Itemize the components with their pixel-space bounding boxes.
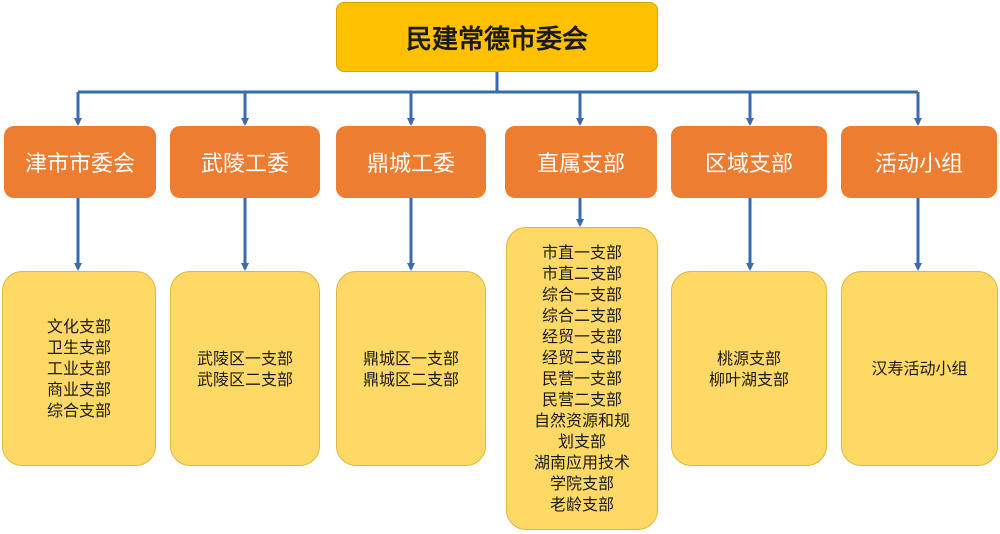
dept-node-activity: 活动小组 — [841, 126, 997, 198]
sub-box-jinshi: 文化支部 卫生支部 工业支部 商业支部 综合支部 — [2, 271, 156, 466]
sub-unit: 综合支部 — [46, 401, 111, 420]
sub-box-direct: 市直一支部 市直二支部 综合一支部 综合二支部 经贸一支部 经贸二支部 民营一支… — [506, 227, 658, 530]
dept-node-direct: 直属支部 — [505, 126, 657, 198]
sub-unit: 鼎城区一支部 — [362, 348, 459, 368]
sub-unit: 工业支部 — [46, 359, 111, 378]
sub-unit: 卫生支部 — [46, 338, 111, 357]
dept-label: 武陵工委 — [200, 152, 289, 177]
dept-node-jinshi: 津市市委会 — [4, 126, 156, 198]
sub-unit: 民营一支部 — [541, 369, 622, 388]
sub-unit: 综合二支部 — [541, 306, 622, 325]
dept-label: 津市市委会 — [24, 152, 135, 177]
sub-unit: 武陵区一支部 — [196, 348, 293, 368]
root-node: 民建常德市委会 — [336, 2, 658, 72]
sub-unit: 鼎城区二支部 — [362, 369, 459, 389]
sub-unit: 划支部 — [557, 432, 606, 451]
sub-unit: 民营二支部 — [541, 390, 622, 409]
dept-label: 活动小组 — [874, 152, 963, 177]
sub-unit: 商业支部 — [46, 380, 111, 399]
dept-label: 区域支部 — [704, 152, 793, 177]
dept-label: 鼎城工委 — [366, 152, 455, 177]
sub-box-dingcheng: 鼎城区一支部 鼎城区二支部 — [336, 271, 486, 466]
sub-unit: 汉寿活动小组 — [871, 359, 968, 378]
sub-unit: 武陵区二支部 — [196, 369, 293, 389]
sub-box-activity: 汉寿活动小组 — [841, 271, 998, 466]
sub-unit: 文化支部 — [46, 317, 111, 336]
sub-unit: 市直一支部 — [541, 243, 622, 262]
sub-unit: 市直二支部 — [541, 264, 622, 283]
sub-unit: 综合一支部 — [541, 285, 622, 304]
sub-unit: 桃源支部 — [716, 348, 781, 368]
dept-node-dingcheng: 鼎城工委 — [336, 126, 486, 198]
sub-box-regional: 桃源支部 柳叶湖支部 — [671, 271, 827, 466]
dept-node-regional: 区域支部 — [671, 126, 827, 198]
sub-unit: 湖南应用技术 — [533, 453, 630, 472]
sub-unit: 学院支部 — [549, 474, 614, 493]
root-title: 民建常德市委会 — [405, 24, 588, 55]
sub-box-wuling: 武陵区一支部 武陵区二支部 — [170, 271, 320, 466]
sub-unit: 柳叶湖支部 — [708, 369, 789, 389]
sub-unit: 老龄支部 — [549, 495, 614, 514]
sub-unit: 经贸二支部 — [541, 348, 622, 367]
dept-node-wuling: 武陵工委 — [170, 126, 320, 198]
sub-unit: 自然资源和规 — [533, 411, 630, 430]
dept-label: 直属支部 — [536, 152, 625, 177]
sub-unit: 经贸一支部 — [541, 327, 622, 346]
